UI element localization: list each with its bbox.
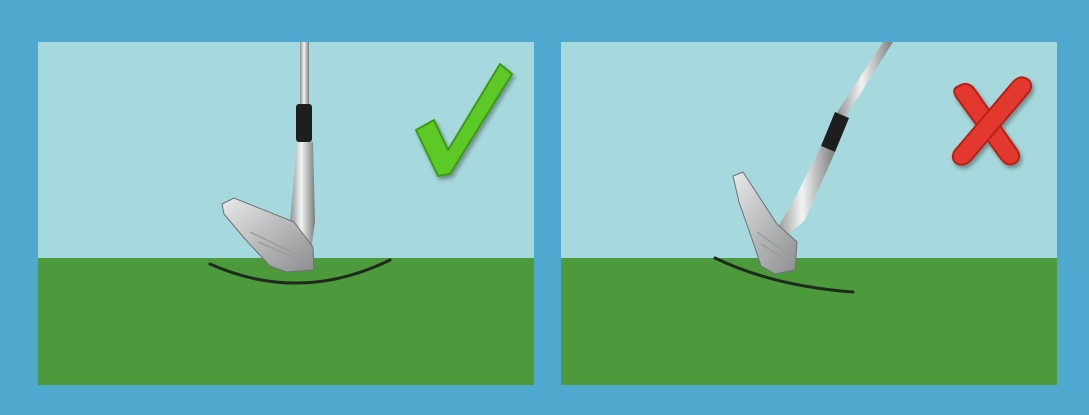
grip-band (296, 104, 312, 142)
panel-correct-art (38, 42, 534, 385)
panel-incorrect (561, 42, 1057, 385)
club-shaft (300, 42, 309, 104)
grass (38, 258, 534, 385)
sky (561, 42, 1057, 258)
panel-incorrect-art (561, 42, 1057, 385)
grass (561, 258, 1057, 385)
panel-correct (38, 42, 534, 385)
